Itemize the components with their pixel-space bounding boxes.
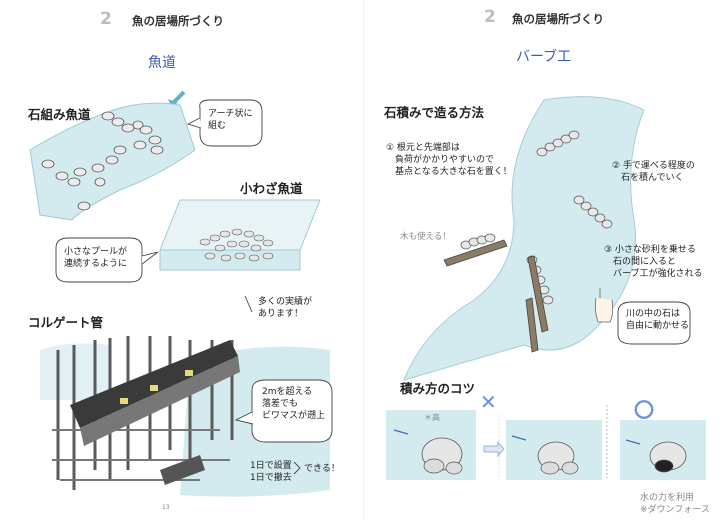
step-1: ① 根元と先端部は 負荷がかかりやすいので 基点となる大きな石を置く！ — [386, 143, 512, 178]
stones-note: 川の中の石は 自由に動かせる — [626, 309, 690, 332]
step-2: ② 手で運べる程度の 石を積んでいく — [612, 161, 695, 184]
setup-note: 1日で設置 1日で撤去 — [250, 461, 292, 484]
wood-note: 木も使える！ — [400, 232, 451, 242]
tip-panel-1 — [386, 410, 476, 480]
method-heading: 石積みで造る方法 — [384, 105, 485, 120]
right-page: 2 魚の居場所づくり バーブ工 — [364, 0, 727, 520]
corrugate-heading: コルゲート管 — [28, 315, 104, 330]
track-record-note: 多くの実績が あります！ — [258, 297, 313, 320]
arch-callout: アーチ状に 組む — [208, 109, 253, 132]
pool-callout: 小さなプールが 連続するように — [64, 247, 128, 270]
page-number: 13 — [162, 504, 170, 511]
force-note: 水の力を利用 ※ダウンフォース — [640, 493, 710, 516]
circle-mark-icon: 〇 — [634, 398, 654, 422]
next-arrow-icon — [483, 441, 505, 457]
step-3: ③ 小さな砂利を乗せる 石の間に入ると バーブ工が強化される — [604, 245, 703, 280]
stone-fishway-heading: 石組み魚道 — [28, 107, 91, 122]
biwamasu-callout: 2mを超える 落差でも ビワマスが遡上 — [262, 387, 326, 422]
chapter-title: 魚の居場所づくり — [132, 14, 224, 28]
chapter-number: 2 — [484, 7, 496, 27]
barb-illustrations — [386, 96, 706, 480]
chapter-number: 2 — [100, 9, 112, 29]
section-title: 魚道 — [148, 55, 176, 71]
stone-fishway-stones — [41, 111, 164, 211]
left-page: 2 魚の居場所づくり 魚道 — [0, 0, 363, 520]
hand-icon — [594, 297, 614, 323]
tips-heading: 積み方のコツ — [400, 381, 476, 396]
setup-suffix: できる！ — [304, 464, 340, 474]
cross-mark-icon: ✕ — [480, 390, 497, 414]
chapter-title: 魚の居場所づくり — [512, 12, 604, 26]
river-water — [403, 96, 645, 381]
small-fishway-stones — [199, 228, 274, 262]
section-title: バーブ工 — [516, 49, 572, 65]
tip-panel-2 — [506, 420, 602, 480]
tip-panel-3 — [620, 420, 706, 480]
small-fishway-heading: 小わざ魚道 — [240, 181, 303, 196]
fishway-illustrations — [29, 90, 333, 497]
small-label: ＊高 — [424, 413, 440, 422]
wood-logs — [443, 239, 549, 353]
culvert-pipe — [70, 340, 238, 428]
